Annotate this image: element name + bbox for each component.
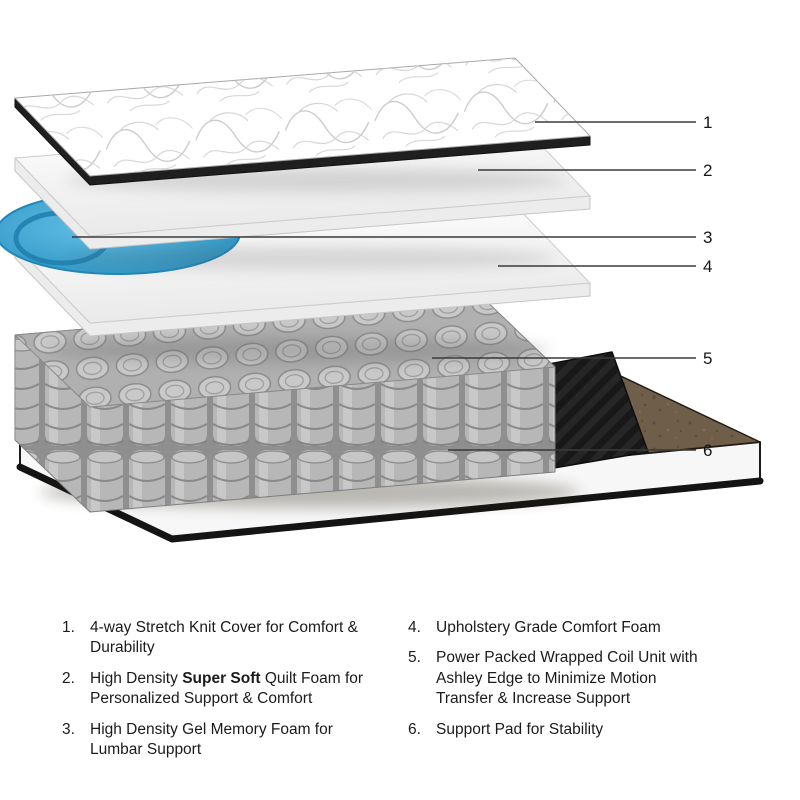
- callouts: 1 2 3 4 5 6: [72, 113, 712, 460]
- shadow-under-quilt-foam: [65, 246, 555, 270]
- legend-text-part: High Density: [90, 669, 183, 687]
- legend-text: Support Pad for Stability: [436, 720, 604, 738]
- callout-number-2: 2: [703, 161, 712, 180]
- legend-item-comfort-foam: 4. Upholstery Grade Comfort Foam: [408, 618, 710, 638]
- legend-text: Upholstery Grade Comfort Foam: [436, 619, 661, 636]
- callout-number-4: 4: [703, 257, 712, 276]
- legend-number: 6.: [408, 720, 421, 738]
- callout-number-3: 3: [703, 228, 712, 247]
- legend-number: 1.: [62, 619, 75, 636]
- legend-item-support-pad: 6. Support Pad for Stability: [408, 720, 710, 740]
- legend-item-cover: 1. 4-way Stretch Knit Cover for Comfort …: [62, 618, 372, 659]
- legend-number: 3.: [62, 720, 75, 738]
- legend-text-bold: Super Soft: [182, 669, 261, 687]
- legend-item-gel-foam: 3. High Density Gel Memory Foam for Lumb…: [62, 720, 372, 761]
- legend-text: Power Packed Wrapped Coil Unit with Ashl…: [436, 649, 698, 708]
- legend-text: 4-way Stretch Knit Cover for Comfort & D…: [90, 619, 358, 657]
- legend-text: High Density Super Soft Quilt Foam for P…: [90, 669, 372, 710]
- legend-item-quilt-foam: 2. High Density Super Soft Quilt Foam fo…: [62, 669, 372, 710]
- legend-item-coil-unit: 5. Power Packed Wrapped Coil Unit with A…: [408, 648, 710, 709]
- legend: 1. 4-way Stretch Knit Cover for Comfort …: [62, 618, 710, 761]
- legend-column-right: 4. Upholstery Grade Comfort Foam 5. Powe…: [408, 618, 710, 761]
- callout-number-1: 1: [703, 113, 712, 132]
- mattress-exploded-diagram: 1 2 3 4 5 6: [0, 57, 764, 543]
- legend-number: 2.: [62, 669, 75, 687]
- cover-quilt-pattern: [15, 58, 590, 176]
- legend-text: High Density Gel Memory Foam for Lumbar …: [90, 720, 333, 759]
- legend-column-left: 1. 4-way Stretch Knit Cover for Comfort …: [62, 618, 372, 761]
- shadow-under-comfort-foam: [50, 337, 550, 363]
- callout-number-6: 6: [703, 441, 712, 460]
- callout-number-5: 5: [703, 349, 712, 368]
- legend-text-part: Quilt Foam for Personalized Support & Co…: [90, 669, 364, 708]
- legend-number: 4.: [408, 619, 421, 636]
- legend-number: 5.: [408, 649, 421, 667]
